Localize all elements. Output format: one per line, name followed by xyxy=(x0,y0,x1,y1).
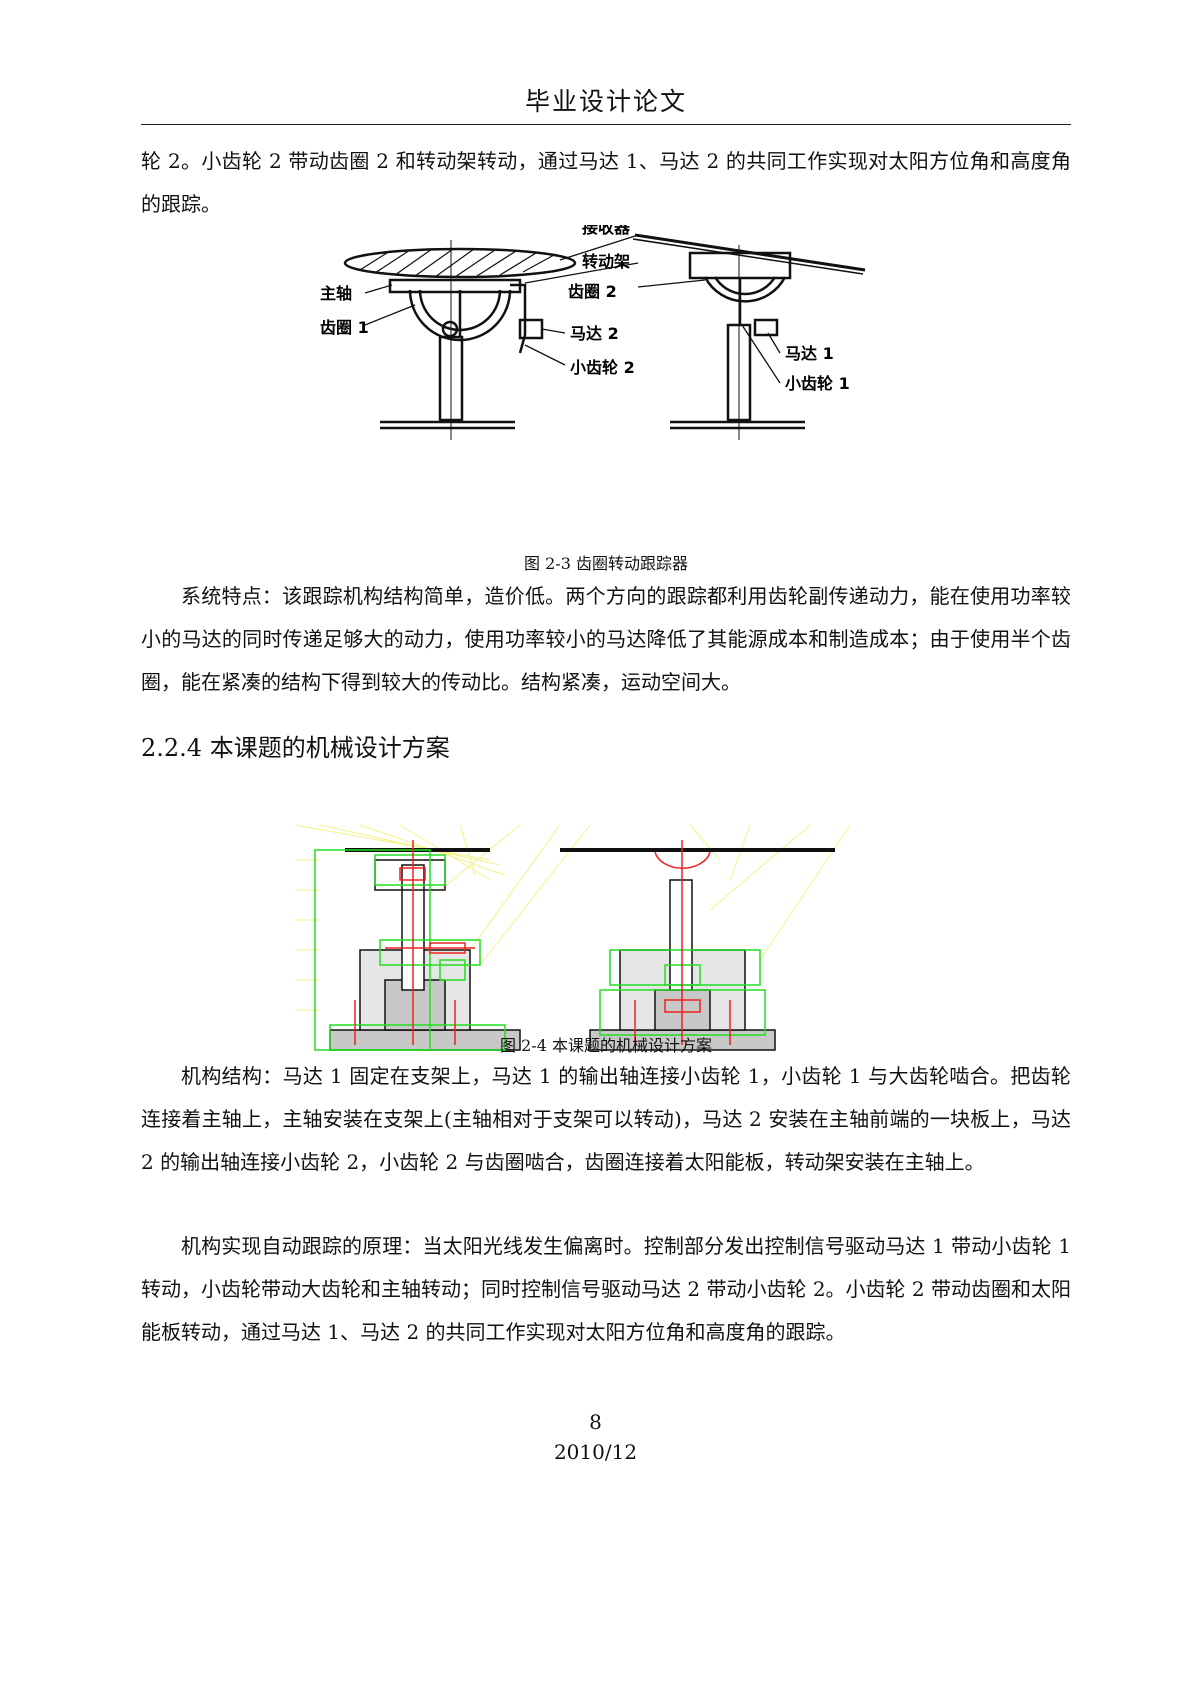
label-ring2: 齿圈 2 xyxy=(568,282,617,301)
label-motor2: 马达 2 xyxy=(570,324,619,343)
label-frame: 转动架 xyxy=(582,252,630,271)
label-pinion1: 小齿轮 1 xyxy=(785,374,850,393)
receiver-dish-left xyxy=(343,247,577,279)
label-ring1: 齿圈 1 xyxy=(320,318,369,337)
paragraph-2: 机构结构：马达 1 固定在支架上，马达 1 的输出轴连接小齿轮 1，小齿轮 1 … xyxy=(141,1064,1071,1174)
label-receiver: 接收器 xyxy=(582,225,631,237)
footer-date: 2010/12 xyxy=(553,1440,638,1464)
page-number: 8 xyxy=(589,1410,602,1434)
figure-ring-gear-tracker: 接收器 转动架 齿圈 2 主轴 齿圈 1 马达 2 小齿轮 2 马达 1 小齿轮… xyxy=(320,225,866,440)
paragraph-1: 系统特点：该跟踪机构结构简单，造价低。两个方向的跟踪都利用齿轮副传递动力，能在使… xyxy=(141,584,1071,694)
label-shaft: 主轴 xyxy=(320,284,352,303)
figure-2-3-caption: 图 2-3 齿圈转动跟踪器 xyxy=(524,554,688,573)
page-header: 毕业设计论文 xyxy=(141,80,1071,125)
label-motor1: 马达 1 xyxy=(785,344,834,363)
section-heading: 2.2.4 本课题的机械设计方案 xyxy=(141,734,450,762)
label-pinion2: 小齿轮 2 xyxy=(570,358,635,377)
paragraph-0: 轮 2。小齿轮 2 带动齿圈 2 和转动架转动，通过马达 1、马达 2 的共同工… xyxy=(141,149,1071,216)
header-title: 毕业设计论文 xyxy=(524,87,687,116)
paragraph-3: 机构实现自动跟踪的原理：当太阳光线发生偏离时。控制部分发出控制信号驱动马达 1 … xyxy=(141,1234,1071,1344)
figure-2-4-caption: 图 2-4 本课题的机械设计方案 xyxy=(500,1036,712,1055)
figure-mechanical-design xyxy=(294,824,851,1051)
